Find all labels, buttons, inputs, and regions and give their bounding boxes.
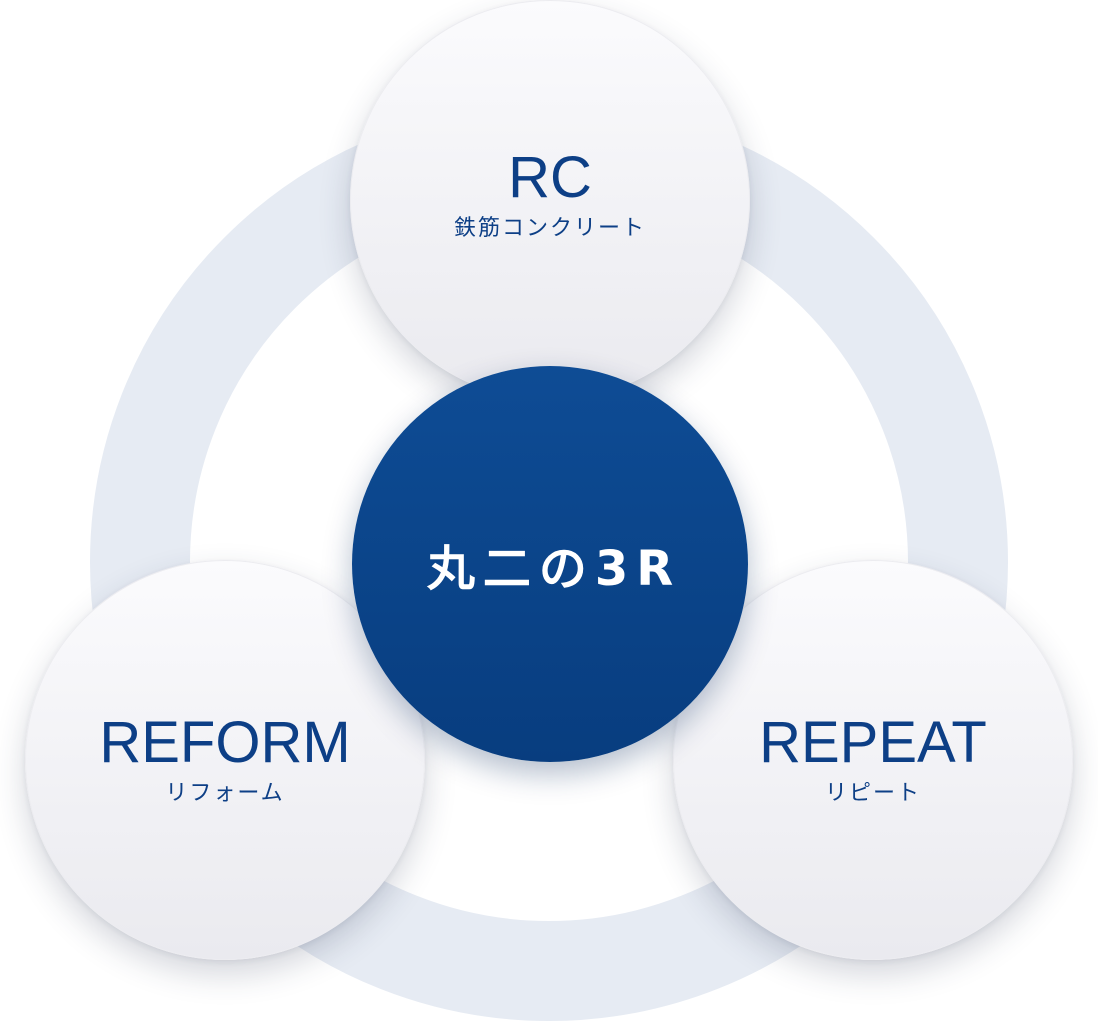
node-repeat-title: REPEAT	[759, 710, 987, 775]
center-label: 丸二の3R	[426, 541, 682, 597]
node-repeat-subtitle: リピート	[824, 781, 921, 806]
node-reform: REFORM リフォーム	[25, 560, 425, 960]
node-repeat: REPEAT リピート	[673, 560, 1073, 960]
node-reform-title: REFORM	[99, 710, 351, 775]
node-reform-subtitle: リフォーム	[165, 781, 285, 806]
node-rc: RC 鉄筋コンクリート	[350, 0, 750, 400]
node-rc-subtitle: 鉄筋コンクリート	[453, 216, 646, 241]
center-circle: 丸二の3R	[352, 366, 748, 762]
node-rc-title: RC	[508, 145, 592, 210]
